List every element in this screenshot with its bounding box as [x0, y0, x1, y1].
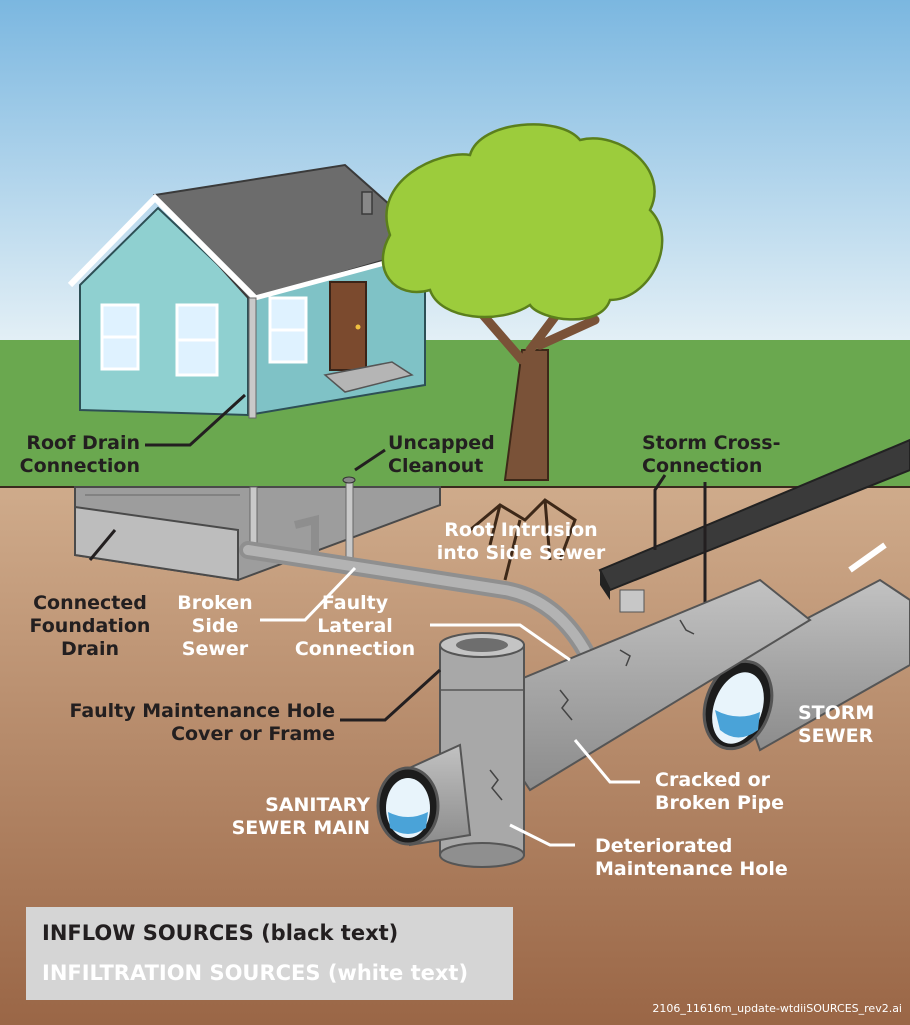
label-deteriorated-maintenance-hole: Deteriorated Maintenance Hole — [595, 835, 788, 880]
legend-infiltration: INFILTRATION SOURCES (white text) — [42, 961, 469, 985]
legend-inflow: INFLOW SOURCES (black text) — [42, 921, 399, 945]
legend-box: INFLOW SOURCES (black text) INFILTRATION… — [26, 907, 513, 1000]
leader-lines — [88, 393, 667, 722]
leader-lines-white — [260, 566, 640, 847]
label-storm-sewer: STORM SEWER — [798, 702, 875, 747]
label-sanitary-sewer-main: SANITARY SEWER MAIN — [231, 794, 370, 839]
label-root-intrusion: Root Intrusion into Side Sewer — [436, 519, 606, 564]
label-connected-foundation-drain: Connected Foundation Drain — [29, 592, 151, 660]
label-faulty-maintenance-hole: Faulty Maintenance Hole Cover or Frame — [69, 700, 335, 745]
road — [598, 438, 910, 613]
label-roof-drain-connection: Roof Drain Connection — [19, 432, 140, 477]
label-broken-side-sewer: Broken Side Sewer — [177, 592, 253, 660]
filename-caption: 2106_11616m_update-wtdiiSOURCES_rev2.ai — [652, 1002, 902, 1015]
label-uncapped-cleanout: Uncapped Cleanout — [388, 432, 495, 477]
label-faulty-lateral-connection: Faulty Lateral Connection — [294, 592, 416, 660]
maintenance-hole — [376, 632, 525, 868]
label-storm-cross-connection: Storm Cross- Connection — [642, 432, 781, 477]
label-cracked-broken-pipe: Cracked or Broken Pipe — [655, 769, 784, 814]
tree — [381, 123, 664, 581]
